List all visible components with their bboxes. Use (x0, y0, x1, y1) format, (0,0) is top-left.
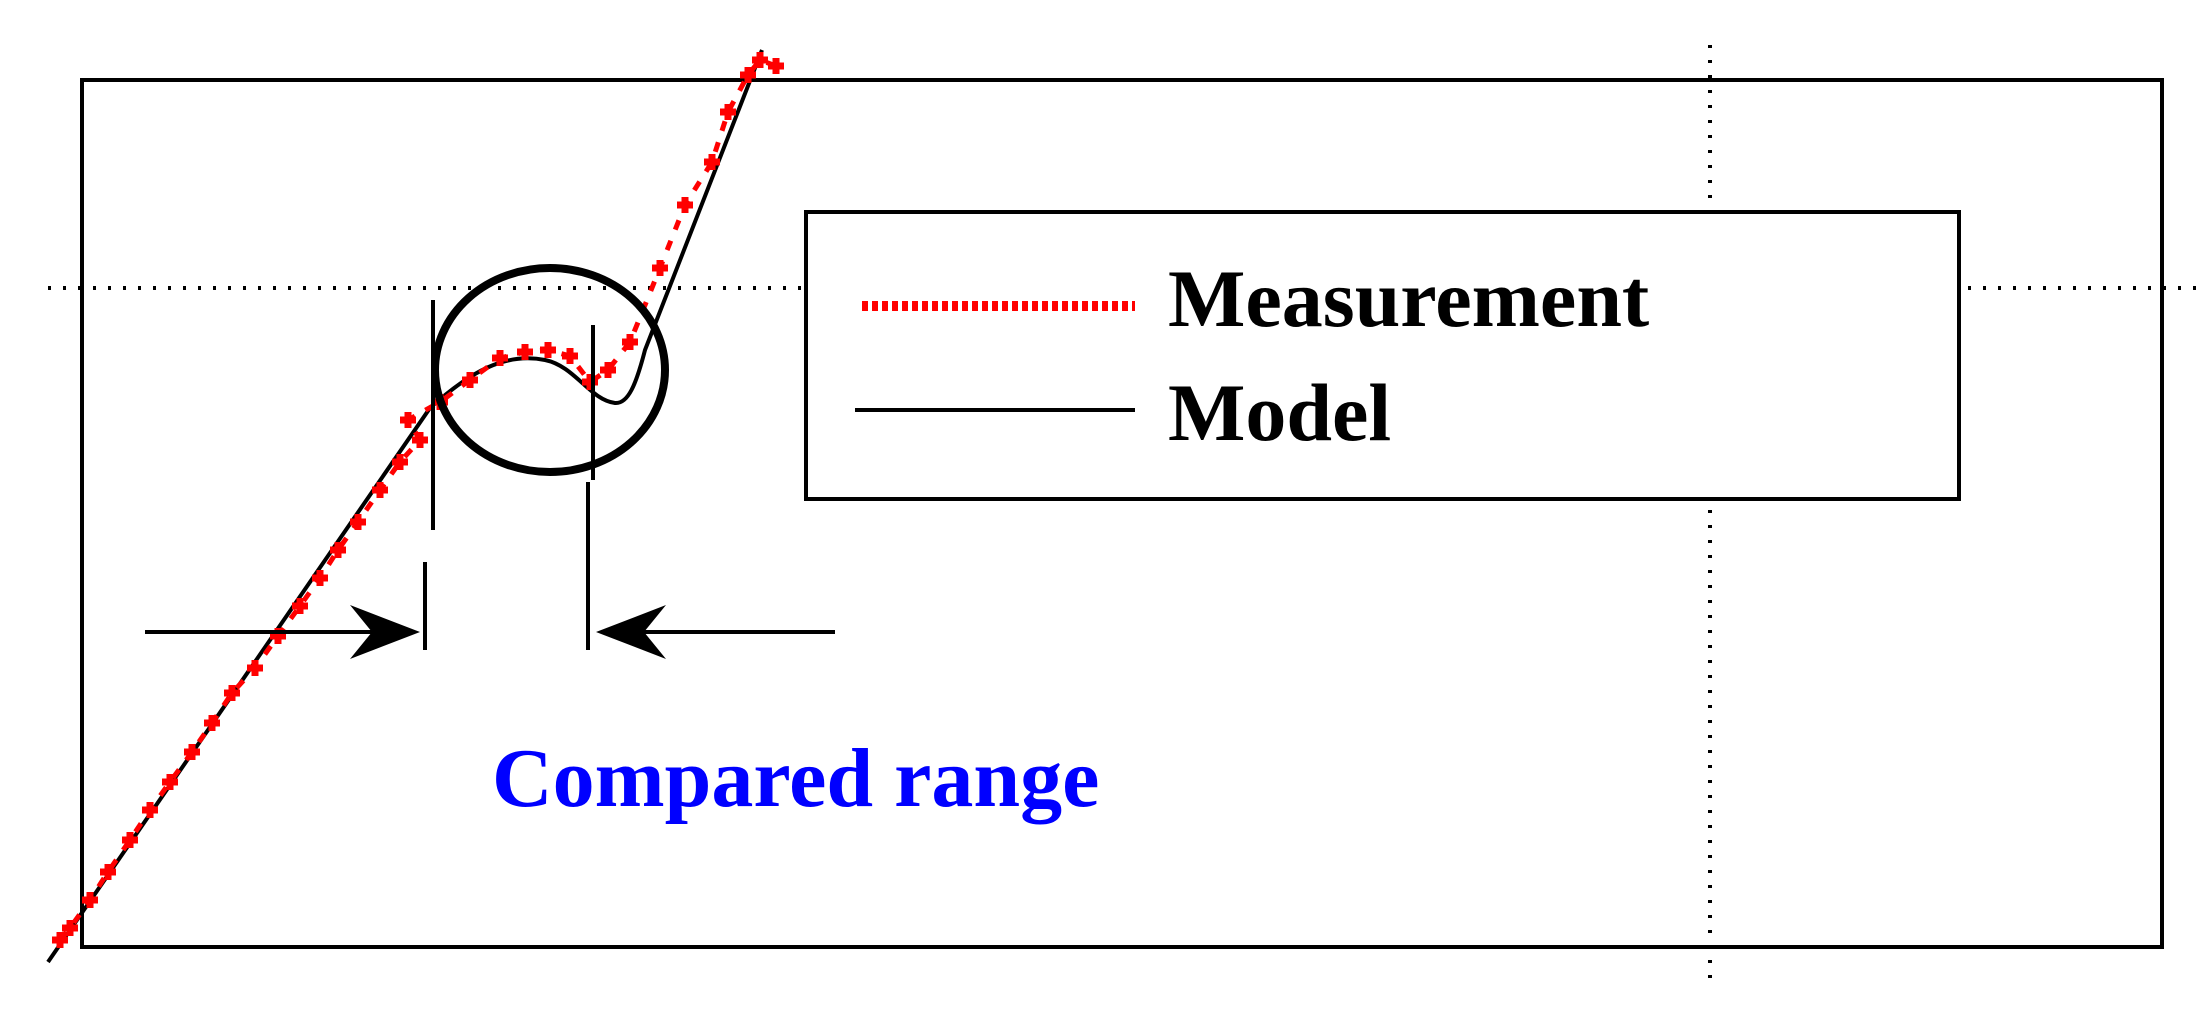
model-curve (46, 49, 764, 964)
measurement-marker (562, 348, 578, 364)
measurement-marker (400, 412, 416, 428)
measurement-marker (350, 514, 366, 530)
measurement-marker (224, 685, 240, 701)
measurement-marker (768, 58, 784, 74)
measurement-marker (677, 197, 693, 213)
measurement-marker (184, 744, 200, 760)
measurement-marker (704, 154, 720, 170)
measurement-marker (462, 372, 478, 388)
measurement-marker (62, 920, 78, 936)
measurement-marker (372, 482, 388, 498)
measurement-marker (392, 454, 408, 470)
measurement-marker (312, 570, 328, 586)
range-arrow-right (596, 605, 835, 659)
measurement-marker (162, 774, 178, 790)
legend-model-label: Model (1168, 367, 1391, 458)
measurement-marker (204, 715, 220, 731)
measurement-marker (100, 864, 116, 880)
measurement-marker (330, 542, 346, 558)
range-arrow-left (145, 605, 420, 659)
measurement-marker (720, 104, 736, 120)
measurement-marker (540, 342, 556, 358)
measurement-markers (52, 52, 784, 948)
measurement-marker (247, 660, 263, 676)
legend-measurement-label: Measurement (1168, 253, 1649, 344)
measurement-marker (517, 344, 533, 360)
plot-frame (80, 78, 2164, 949)
measurement-marker (582, 374, 598, 390)
measurement-marker (600, 362, 616, 378)
measurement-marker (492, 350, 508, 366)
measurement-marker (142, 802, 158, 818)
measurement-marker (122, 832, 138, 848)
measurement-marker (52, 932, 68, 948)
measurement-marker (412, 432, 428, 448)
legend: Measurement Model (804, 210, 1961, 501)
measurement-marker (292, 598, 308, 614)
measurement-marker (82, 892, 98, 908)
measurement-marker (752, 52, 768, 68)
measurement-marker (740, 67, 756, 83)
legend-box (804, 210, 1961, 501)
measurement-marker (622, 334, 638, 350)
measurement-marker (652, 260, 668, 276)
compared-range-label: Compared range (492, 732, 1099, 825)
measurement-trace (58, 57, 777, 942)
highlight-circle (431, 264, 669, 476)
